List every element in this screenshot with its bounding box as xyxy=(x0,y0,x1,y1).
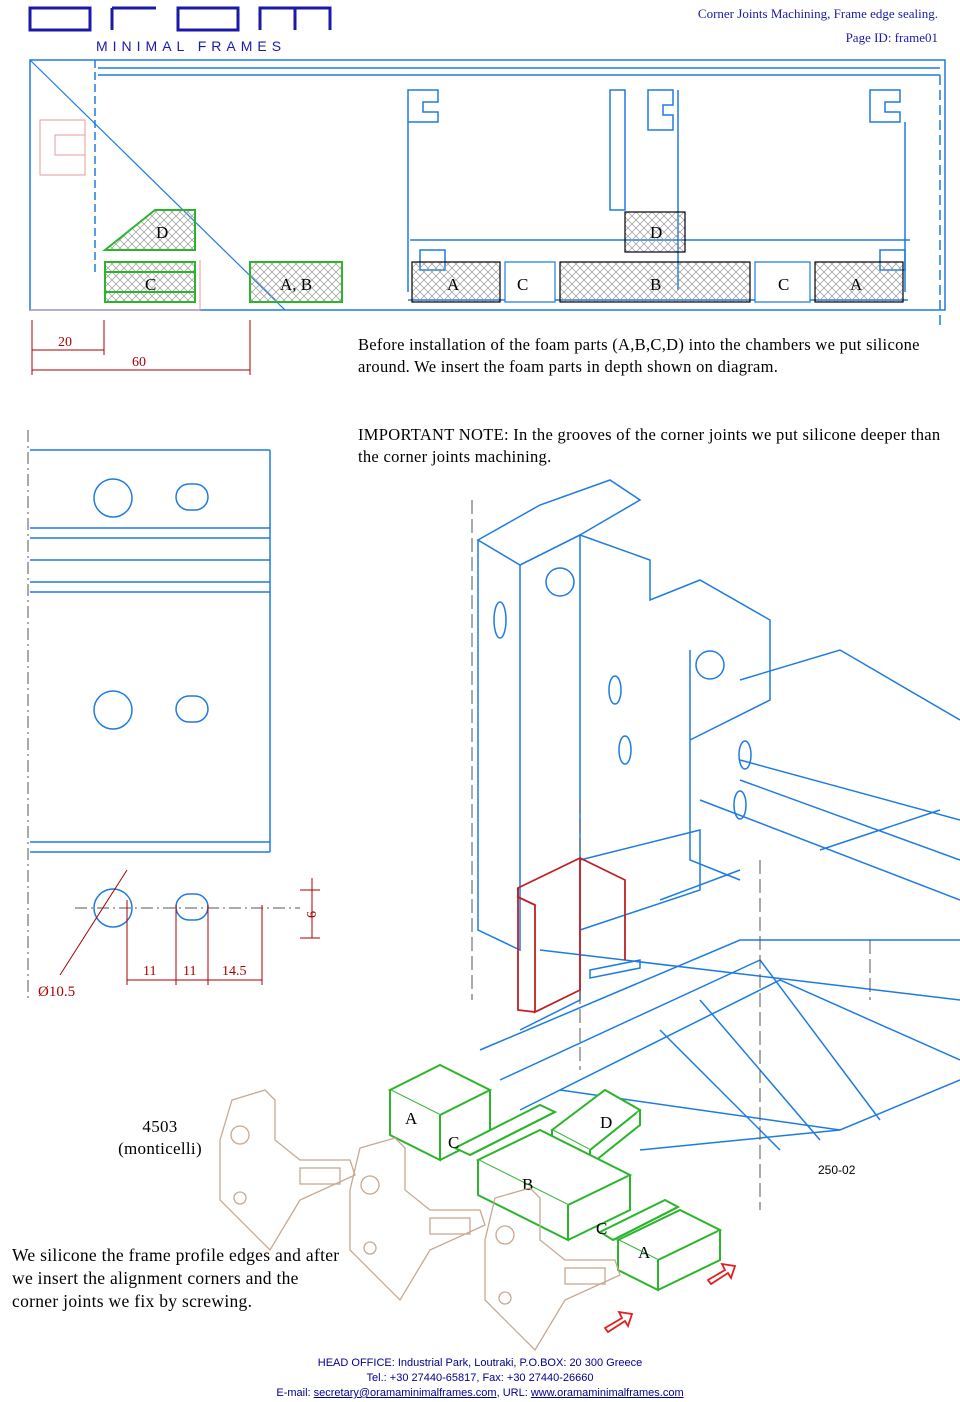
orama-logo xyxy=(28,2,338,34)
dim-60: 60 xyxy=(132,355,146,370)
top-left-labels: D C A, B xyxy=(145,223,312,294)
footer-phone: Tel.: +30 27440-65817, Fax: +30 27440-26… xyxy=(366,1372,594,1384)
foam-parts-top xyxy=(102,209,343,303)
foam-parts-chambers xyxy=(411,211,904,303)
hole-dimensions xyxy=(59,869,320,985)
brand-tagline: MINIMAL FRAMES xyxy=(96,38,287,54)
model-name: (monticelli) xyxy=(118,1139,202,1158)
model-code: 4503 xyxy=(142,1117,178,1136)
silicone-corner-insert xyxy=(517,856,626,1014)
iso-label-c-2: C xyxy=(596,1219,607,1238)
dim-11-a: 11 xyxy=(143,964,156,979)
label-a-2: A xyxy=(850,275,863,294)
email-link[interactable]: secretary@oramaminimalframes.com xyxy=(313,1387,497,1399)
top-right-labels: D A C B C A xyxy=(447,223,863,294)
dim-6: 6 xyxy=(305,911,320,918)
label-c-left: C xyxy=(145,275,156,294)
label-d-left: D xyxy=(156,223,168,242)
logo-graphic xyxy=(28,6,332,32)
insert-direction-arrows xyxy=(603,1262,737,1334)
url-label: , URL: xyxy=(496,1387,531,1399)
dim-11-b: 11 xyxy=(183,964,196,979)
dim-diameter: Ø10.5 xyxy=(38,984,75,1000)
label-a-1: A xyxy=(447,275,460,294)
isometric-profile xyxy=(476,479,960,1151)
corner-joint-model: 4503 (monticelli) xyxy=(100,1116,220,1160)
iso-label-a-1: A xyxy=(405,1109,418,1128)
profile-side-view xyxy=(30,449,271,928)
iso-label-c-1: C xyxy=(448,1133,459,1152)
label-c-1: C xyxy=(517,275,528,294)
iso-label-b: B xyxy=(522,1175,533,1194)
label-b: B xyxy=(650,275,661,294)
cad-ghost-lines xyxy=(30,119,201,311)
dim-20: 20 xyxy=(58,335,72,350)
page-id: Page ID: frame01 xyxy=(845,30,938,45)
footer-address: HEAD OFFICE: Industrial Park, Loutraki, … xyxy=(317,1357,643,1369)
email-label: E-mail: xyxy=(276,1387,314,1399)
foam-parts-iso xyxy=(387,1063,723,1292)
dim-14-5: 14.5 xyxy=(222,964,247,979)
important-note: IMPORTANT NOTE: In the grooves of the co… xyxy=(358,425,941,466)
alignment-corners xyxy=(219,1089,621,1352)
footer: HEAD OFFICE: Industrial Park, Loutraki, … xyxy=(0,1356,960,1401)
screwing-note: We silicone the frame profile edges and … xyxy=(12,1245,340,1311)
top-dimensions xyxy=(31,320,251,375)
label-ab-left: A, B xyxy=(280,275,312,294)
label-d-right: D xyxy=(650,223,662,242)
footer-contact: E-mail: secretary@oramaminimalframes.com… xyxy=(0,1386,960,1401)
website-link[interactable]: www.oramaminimalframes.com xyxy=(530,1387,684,1399)
label-c-2: C xyxy=(778,275,789,294)
part-reference: 250-02 xyxy=(818,1163,856,1177)
iso-label-d: D xyxy=(600,1113,612,1132)
document-title: Corner Joints Machining, Frame edge seal… xyxy=(697,6,938,21)
iso-labels: A C D B C A xyxy=(405,1109,651,1262)
iso-label-a-2: A xyxy=(638,1243,651,1262)
installation-note: Before installation of the foam parts (A… xyxy=(358,335,920,376)
